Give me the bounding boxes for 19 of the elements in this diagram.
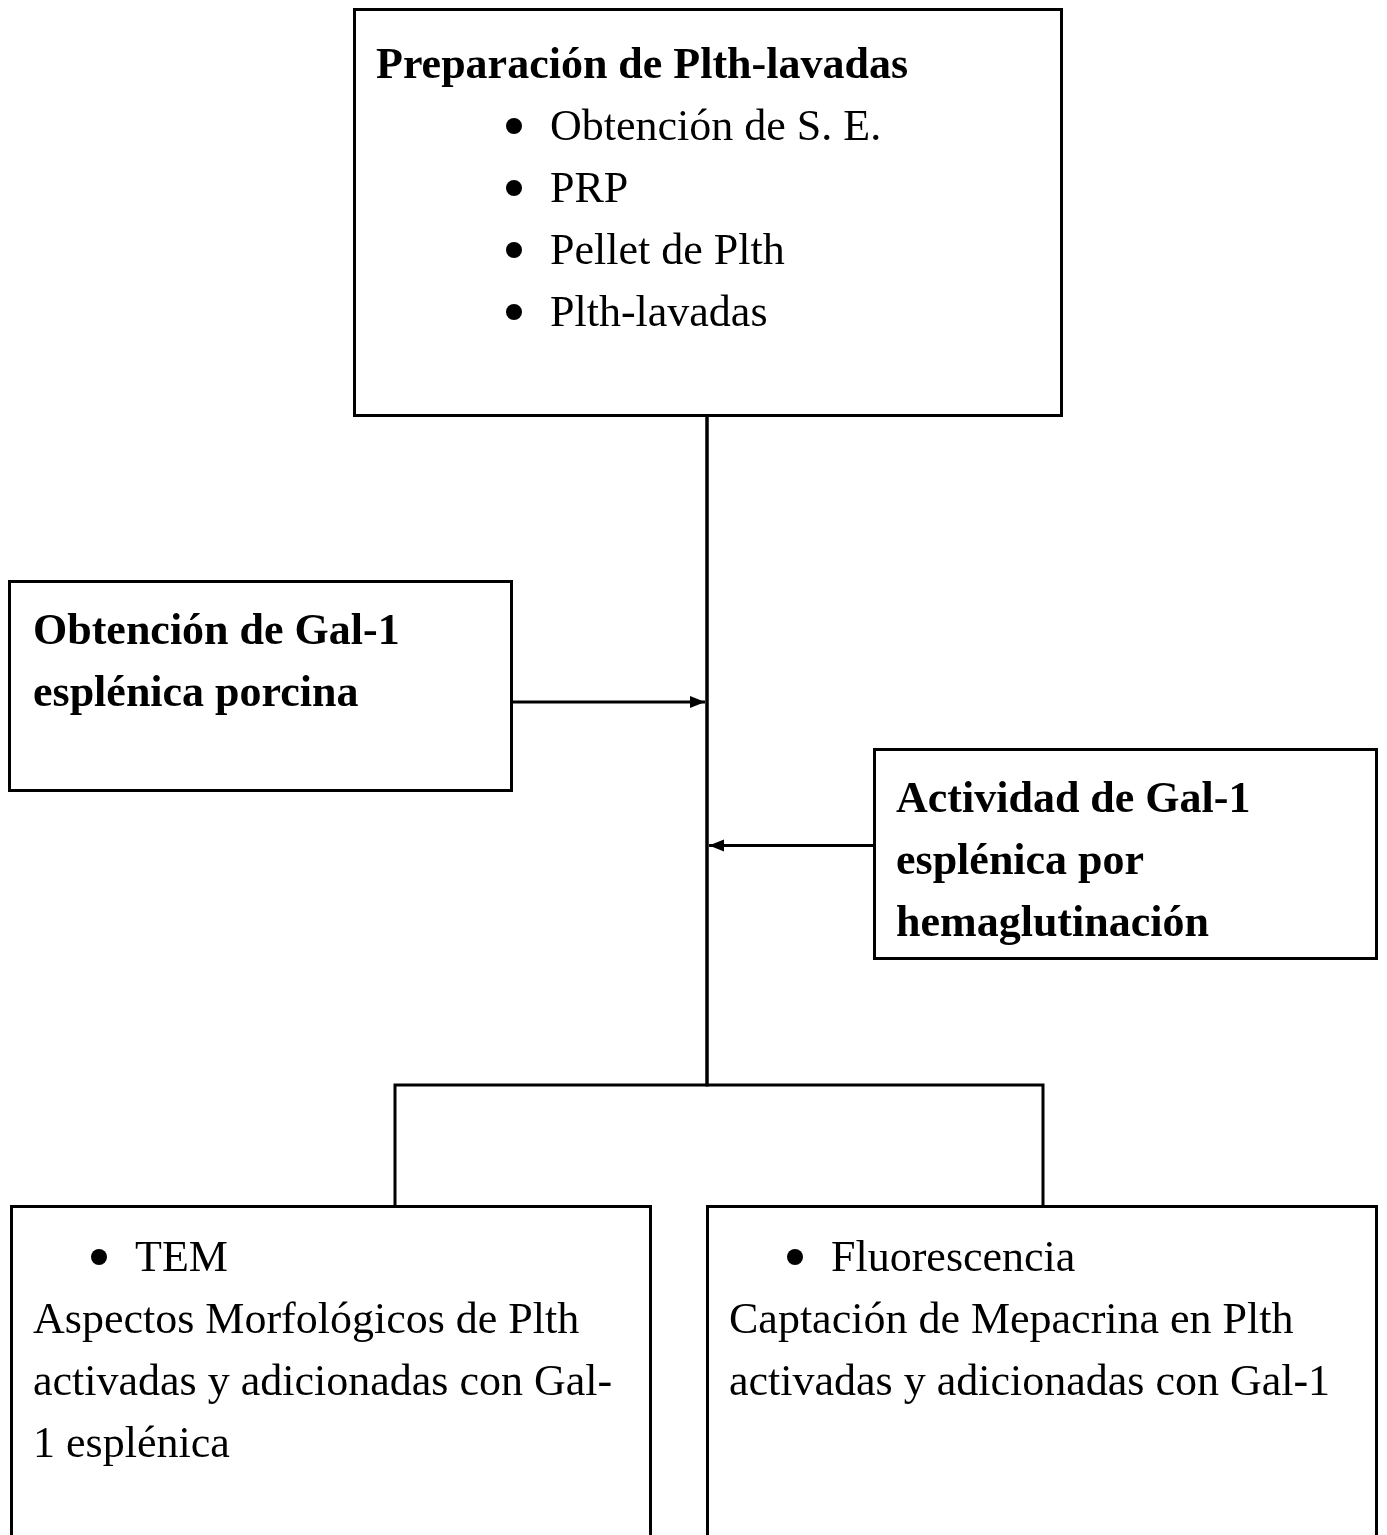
box-text: Aspectos Morfológicos de Plth activadas y adicionadas con Gal-1 esplénica [33, 1293, 614, 1469]
arrow [709, 839, 873, 852]
box-heading: Actividad de Gal-1 esplénica por hemaglutinación [896, 772, 1252, 948]
process-box [873, 748, 1378, 960]
box-text: Captación de Mepacrina en Plth activadas y adicionadas con Gal-1 [729, 1293, 1332, 1407]
bullet-text: TEM [135, 1231, 228, 1283]
bullet-text: Obtención de S. E. [550, 100, 882, 152]
process-box [8, 580, 513, 792]
process-box [706, 1205, 1378, 1535]
bullet-text: Fluorescencia [831, 1231, 1076, 1283]
box-heading: Obtención de Gal-1 esplénica porcina [33, 604, 401, 718]
process-box [353, 8, 1063, 417]
box-heading: Preparación de Plth-lavadas [376, 38, 910, 90]
connector-line [705, 417, 1045, 1205]
bullet-text: Plth-lavadas [550, 286, 768, 338]
arrow [513, 695, 705, 708]
process-box [10, 1205, 652, 1535]
bullet-text: Pellet de Plth [550, 224, 785, 276]
bullet-text: PRP [550, 162, 629, 214]
